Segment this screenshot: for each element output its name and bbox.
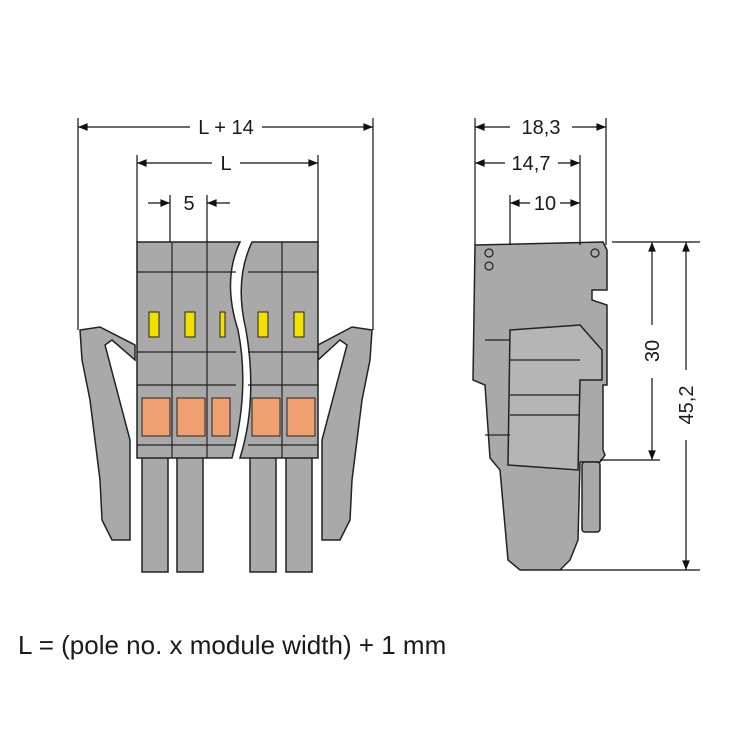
dim-length: L (220, 153, 231, 175)
formula-caption: L = (pole no. x module width) + 1 mm (18, 630, 447, 660)
release-buttons (148, 311, 305, 338)
pins (141, 455, 313, 573)
left-latch (79, 326, 136, 541)
dim-height-body: 30 (642, 340, 664, 362)
dim-depth-total: 18,3 (522, 117, 561, 139)
right-latch (317, 326, 373, 541)
dim-depth-mid: 14,7 (512, 153, 551, 175)
spring-clamps (141, 397, 316, 437)
dim-overall-width: L + 14 (198, 117, 253, 139)
front-view-connector (79, 241, 373, 573)
dimension-lines (77, 118, 700, 571)
dim-pitch: 5 (183, 193, 194, 215)
dim-depth-inner: 10 (534, 193, 556, 215)
side-view-connector (472, 241, 608, 571)
dim-height-total: 45,2 (676, 386, 698, 425)
